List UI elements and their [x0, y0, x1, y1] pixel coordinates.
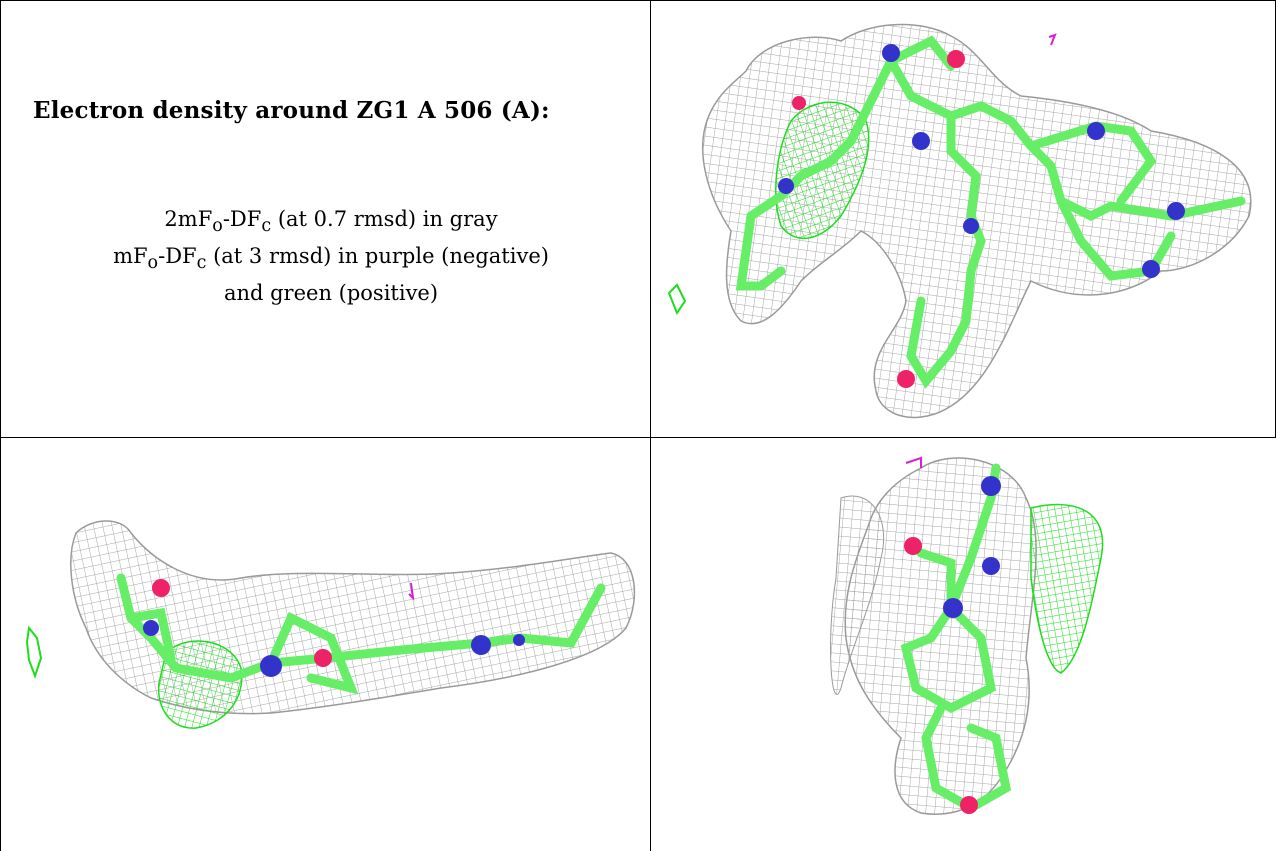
density-image-bottom-right — [830, 456, 1104, 815]
legend-line-fofc: mFo-DFc (at 3 rmsd) in purple (negative) — [113, 244, 549, 274]
table-center-border — [650, 0, 651, 851]
atoms — [143, 579, 525, 677]
table-left-border — [0, 0, 1, 851]
density-mesh-purple — [905, 456, 922, 468]
density-mesh-purple — [1048, 33, 1057, 46]
view-bottom-right — [651, 438, 1275, 851]
density-mesh-green — [157, 640, 243, 729]
atoms — [778, 44, 1185, 388]
caption-cell: Electron density around ZG1 A 506 (A): 2… — [1, 1, 650, 437]
density-mesh-green-small — [25, 625, 43, 679]
view-top-right — [651, 1, 1275, 437]
density-image-top-right — [667, 23, 1252, 419]
density-image-bottom-left — [25, 520, 636, 729]
table-top-border — [0, 0, 1276, 1]
atoms — [904, 476, 1001, 814]
view-bottom-left — [1, 438, 650, 851]
density-mesh-green — [1030, 503, 1104, 674]
figure-legend: 2mFo-DFc (at 0.7 rmsd) in gray mFo-DFc (… — [21, 204, 641, 308]
legend-line-2fofc: 2mFo-DFc (at 0.7 rmsd) in gray — [164, 207, 498, 237]
density-mesh-purple — [408, 582, 415, 601]
figure-title: Electron density around ZG1 A 506 (A): — [33, 97, 550, 124]
density-mesh-green-small — [667, 283, 687, 316]
density-mesh-gray-left — [830, 495, 885, 696]
table-middle-border — [0, 437, 1276, 438]
legend-line-positive: and green (positive) — [223, 281, 439, 306]
ligand-sticks — [735, 35, 1246, 389]
